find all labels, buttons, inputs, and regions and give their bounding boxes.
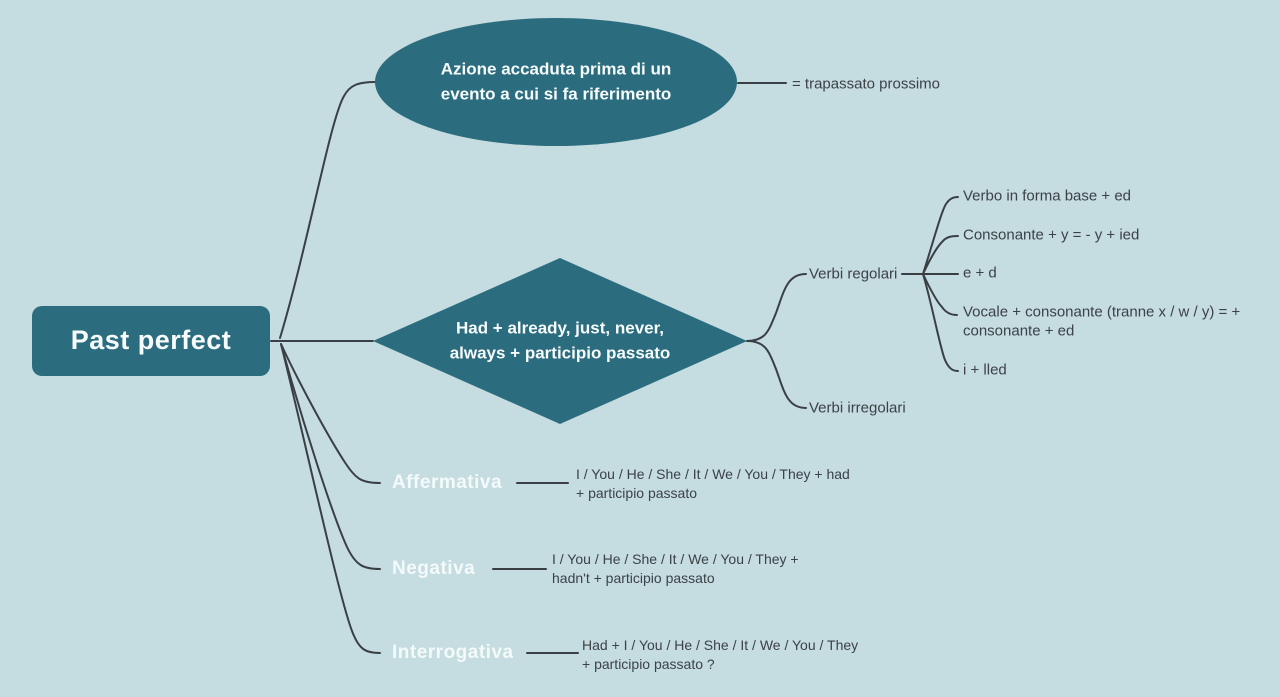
negativa-formula[interactable]: I / You / He / She / It / We / You / The… [552,551,799,586]
connector-rule-0 [922,196,959,275]
regular-rule-vowel-consonant[interactable]: Vocale + consonante (tranne x / w / y) =… [963,303,1241,339]
connector-rule-4 [922,273,959,372]
connector-root-definition [279,81,377,339]
connector-root-negativa [280,343,381,570]
connector-rule-3 [922,273,958,316]
regular-verbs-label[interactable]: Verbi regolari [809,265,898,283]
connector-root-affermativa [280,343,381,484]
structure-diamond-shape[interactable] [373,258,747,424]
affermativa-label[interactable]: Affermativa [392,472,503,493]
definition-note-label[interactable]: = trapassato prossimo [792,75,940,93]
irregular-verbs-label[interactable]: Verbi irregolari [809,399,906,417]
regular-rule-base-ed[interactable]: Verbo in forma base + ed [963,187,1132,205]
negativa-label[interactable]: Negativa [392,558,476,579]
regular-rule-i-lled[interactable]: i + lled [963,361,1007,379]
affermativa-formula[interactable]: I / You / He / She / It / We / You / The… [576,466,850,501]
interrogativa-formula[interactable]: Had + I / You / He / She / It / We / You… [582,637,859,672]
regular-rule-consonant-y[interactable]: Consonante + y = - y + ied [963,226,1140,244]
structure-node-label[interactable]: Had + already, just, never, always + par… [449,318,671,362]
root-node-shape[interactable] [32,306,270,376]
interrogativa-label[interactable]: Interrogativa [392,642,514,663]
root-node-label[interactable]: Past perfect [70,325,232,356]
connector-root-interrogativa [280,343,381,654]
definition-node-label[interactable]: Azione accaduta prima di un evento a cui… [440,59,672,103]
regular-rule-e-d[interactable]: e + d [963,264,997,282]
definition-ellipse-shape[interactable] [375,18,737,146]
connector-structure-regular [746,273,807,342]
connector-structure-irregular [746,340,807,409]
connector-rule-1 [922,235,959,275]
